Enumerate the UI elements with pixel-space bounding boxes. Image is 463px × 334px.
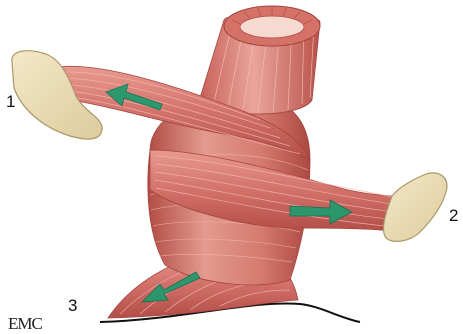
label-1: 1: [6, 93, 15, 110]
label-2: 2: [449, 207, 458, 224]
tube-lumen: [240, 16, 304, 38]
label-3: 3: [68, 297, 77, 314]
emc-logo: EMC: [8, 315, 42, 332]
bone-right: [384, 173, 447, 241]
